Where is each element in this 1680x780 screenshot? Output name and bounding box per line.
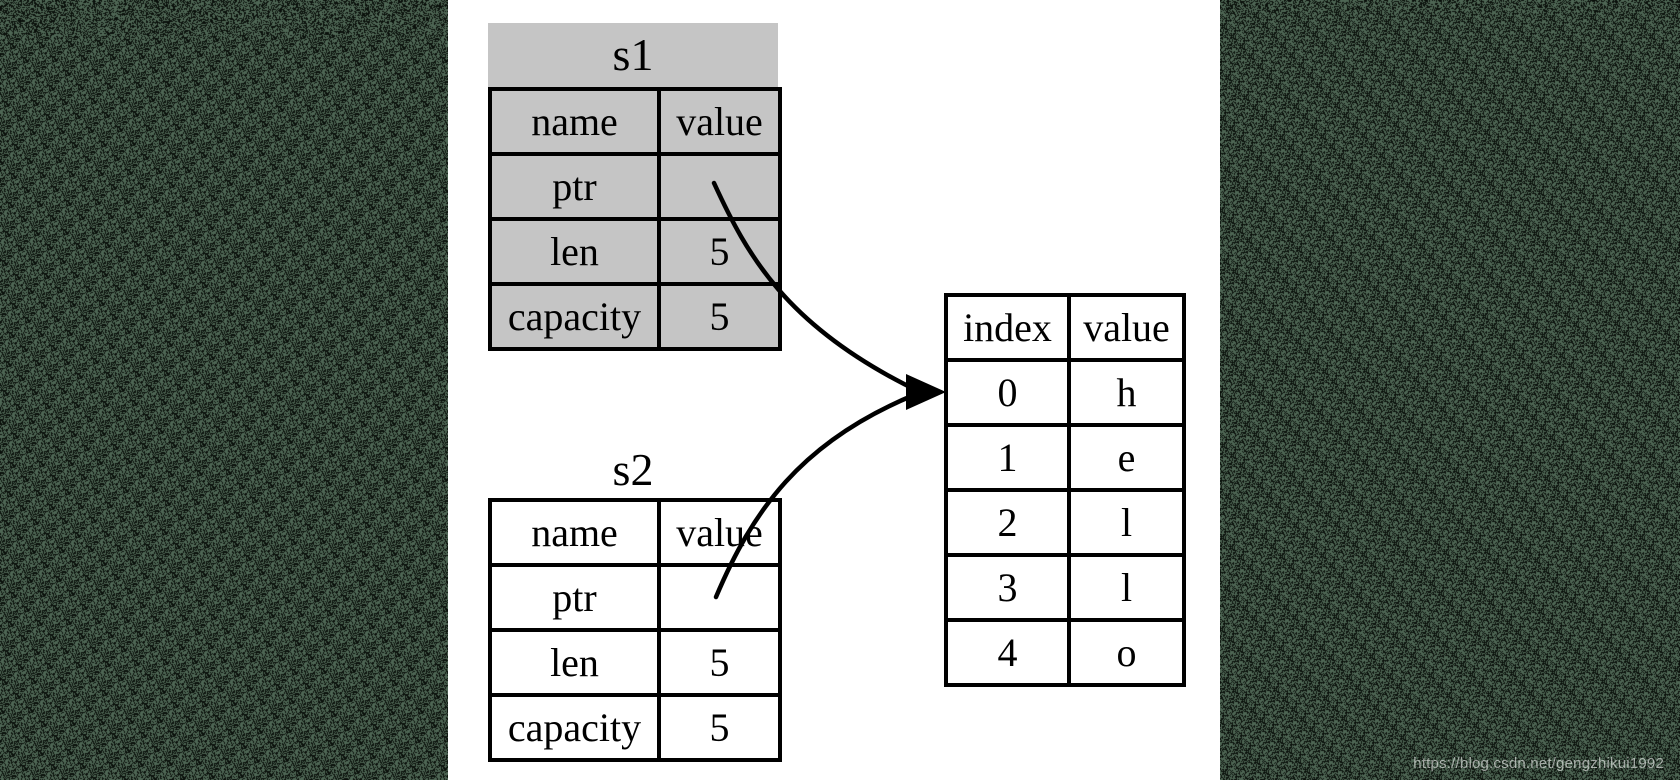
s1-len-value: 5 (657, 217, 782, 286)
heap-header-index: index (944, 293, 1071, 362)
table-row: index value (944, 293, 1186, 362)
heap-value-2: l (1067, 488, 1186, 557)
table-row: 3 l (944, 553, 1186, 622)
table-row: 4 o (944, 618, 1186, 687)
right-noise-background (1220, 0, 1680, 780)
s2-len-label: len (488, 628, 661, 697)
s2-capacity-value: 5 (657, 693, 782, 762)
table-row: 2 l (944, 488, 1186, 557)
s1-header-value: value (657, 87, 782, 156)
table-row: capacity 5 (488, 282, 782, 351)
csdn-watermark: https://blog.csdn.net/gengzhikui1992 (1413, 755, 1664, 772)
heap-index-3: 3 (944, 553, 1071, 622)
table-row: len 5 (488, 628, 782, 697)
heap-value-0: h (1067, 358, 1186, 427)
left-noise-background (0, 0, 448, 780)
s2-ptr-label: ptr (488, 563, 661, 632)
s1-len-label: len (488, 217, 661, 286)
table-row: 1 e (944, 423, 1186, 492)
s2-stack-table: name value ptr len 5 capacity 5 (488, 498, 782, 762)
table-row: len 5 (488, 217, 782, 286)
s1-stack-table: name value ptr len 5 capacity 5 (488, 87, 782, 351)
table-row: ptr (488, 152, 782, 221)
heap-value-3: l (1067, 553, 1186, 622)
s1-header-name: name (488, 87, 661, 156)
s2-title: s2 (612, 444, 654, 495)
table-row: capacity 5 (488, 693, 782, 762)
s2-header-value: value (657, 498, 782, 567)
s1-title: s1 (488, 23, 778, 87)
table-row: name value (488, 87, 782, 156)
heap-value-1: e (1067, 423, 1186, 492)
heap-index-0: 0 (944, 358, 1071, 427)
table-row: name value (488, 498, 782, 567)
table-row: 0 h (944, 358, 1186, 427)
s1-ptr-label: ptr (488, 152, 661, 221)
heap-header-value: value (1067, 293, 1186, 362)
s1-capacity-value: 5 (657, 282, 782, 351)
s1-ptr-value (657, 152, 782, 221)
heap-index-4: 4 (944, 618, 1071, 687)
heap-index-2: 2 (944, 488, 1071, 557)
s1-capacity-label: capacity (488, 282, 661, 351)
heap-buffer-table: index value 0 h 1 e 2 l 3 l 4 o (944, 293, 1186, 687)
heap-value-4: o (1067, 618, 1186, 687)
heap-index-1: 1 (944, 423, 1071, 492)
s2-len-value: 5 (657, 628, 782, 697)
s2-capacity-label: capacity (488, 693, 661, 762)
s2-ptr-value (657, 563, 782, 632)
table-row: ptr (488, 563, 782, 632)
s2-header-name: name (488, 498, 661, 567)
